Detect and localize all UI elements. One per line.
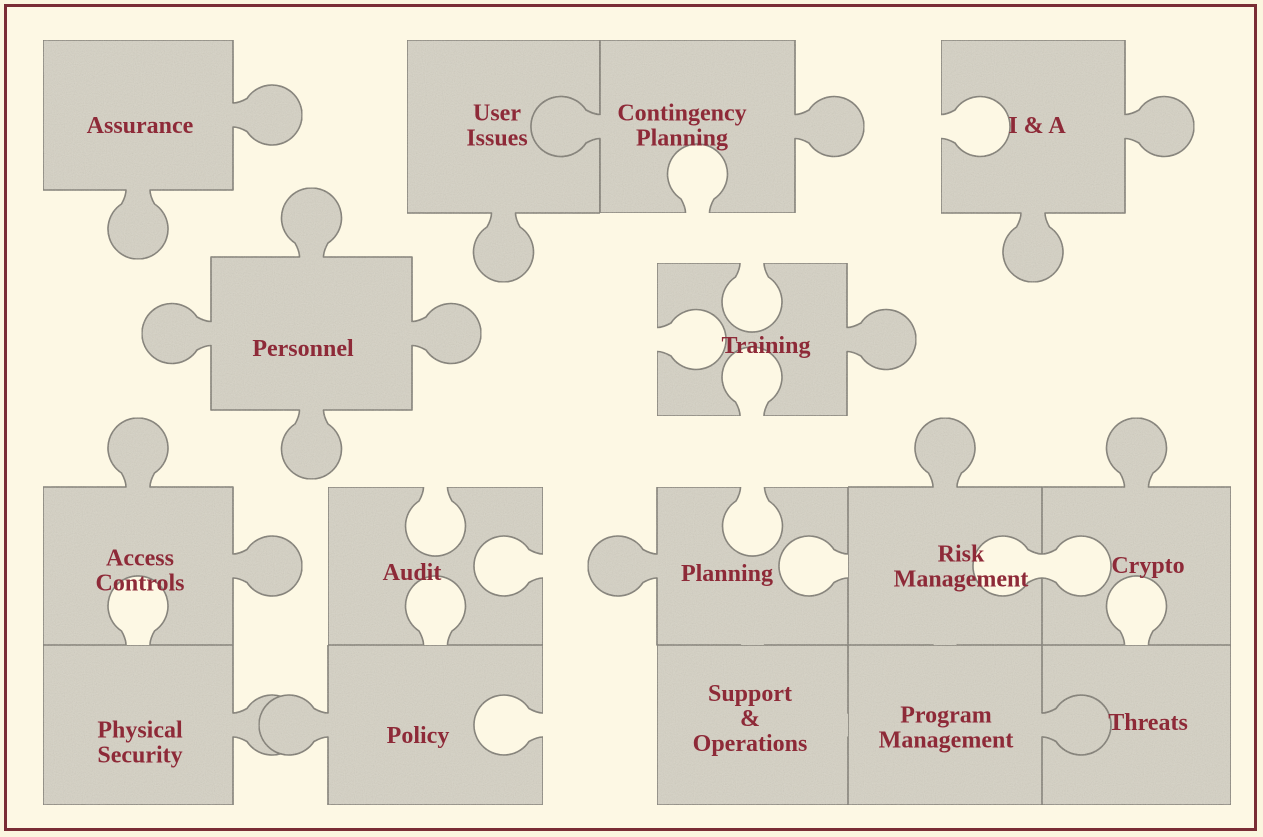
puzzle-piece-crypto: Crypto xyxy=(1041,417,1232,646)
piece-label-training-line-1: Training xyxy=(722,333,811,359)
puzzle-piece-audit: Audit xyxy=(327,486,544,646)
piece-label-physical-security-line-1: Physical xyxy=(97,718,183,744)
piece-label-user-issues-line-1: User xyxy=(473,101,521,127)
piece-label-personnel-line-1: Personnel xyxy=(252,336,354,362)
puzzle-piece-shape xyxy=(406,39,601,283)
piece-label-threats-line-1: Threats xyxy=(1108,710,1188,736)
piece-label-crypto-line-1: Crypto xyxy=(1111,553,1184,579)
piece-label-audit-line-1: Audit xyxy=(383,560,442,586)
puzzle-piece-personnel: Personnel xyxy=(141,187,482,480)
piece-label-policy-line-1: Policy xyxy=(387,723,450,749)
piece-label-access-controls-line-1: Access xyxy=(106,546,174,572)
piece-label-contingency-planning-line-1: Contingency xyxy=(617,101,746,127)
piece-label-planning-line-1: Planning xyxy=(681,561,773,587)
piece-label-user-issues-line-2: Issues xyxy=(466,126,527,152)
piece-label-risk-management-line-2: Management xyxy=(894,567,1029,593)
piece-label-physical-security-line-2: Security xyxy=(97,743,182,769)
puzzle-piece-support-operations: Support&Operations xyxy=(656,644,918,806)
puzzle-piece-i-and-a: I & A xyxy=(940,39,1195,283)
puzzle-piece-training: Training xyxy=(656,262,917,417)
piece-label-program-management-line-1: Program xyxy=(900,703,992,729)
puzzle-piece-shape xyxy=(327,486,544,646)
piece-label-support-operations-line-2: & xyxy=(740,706,760,732)
puzzle-piece-shape xyxy=(940,39,1195,283)
piece-label-risk-management-line-1: Risk xyxy=(938,542,985,568)
puzzle-piece-shape xyxy=(656,262,917,417)
puzzle-piece-assurance: Assurance xyxy=(42,39,303,260)
puzzle-piece-shape xyxy=(530,39,865,214)
piece-label-i-and-a-line-1: I & A xyxy=(1008,113,1066,139)
puzzle-piece-shape xyxy=(141,187,482,480)
puzzle-piece-shape xyxy=(1041,644,1232,806)
piece-label-support-operations-line-3: Operations xyxy=(693,731,808,757)
puzzle-piece-shape xyxy=(42,417,303,646)
puzzle-piece-shape xyxy=(42,39,303,260)
puzzle-piece-shape xyxy=(258,644,544,806)
piece-label-program-management-line-2: Management xyxy=(879,728,1014,754)
piece-label-contingency-planning-line-2: Planning xyxy=(636,126,728,152)
puzzle-piece-shape xyxy=(1041,417,1232,646)
piece-label-support-operations-line-1: Support xyxy=(708,681,792,707)
piece-label-assurance-line-1: Assurance xyxy=(87,113,194,139)
puzzle-piece-threats: Threats xyxy=(1041,644,1232,806)
piece-label-access-controls-line-2: Controls xyxy=(96,571,185,597)
puzzle-piece-policy: Policy xyxy=(258,644,544,806)
